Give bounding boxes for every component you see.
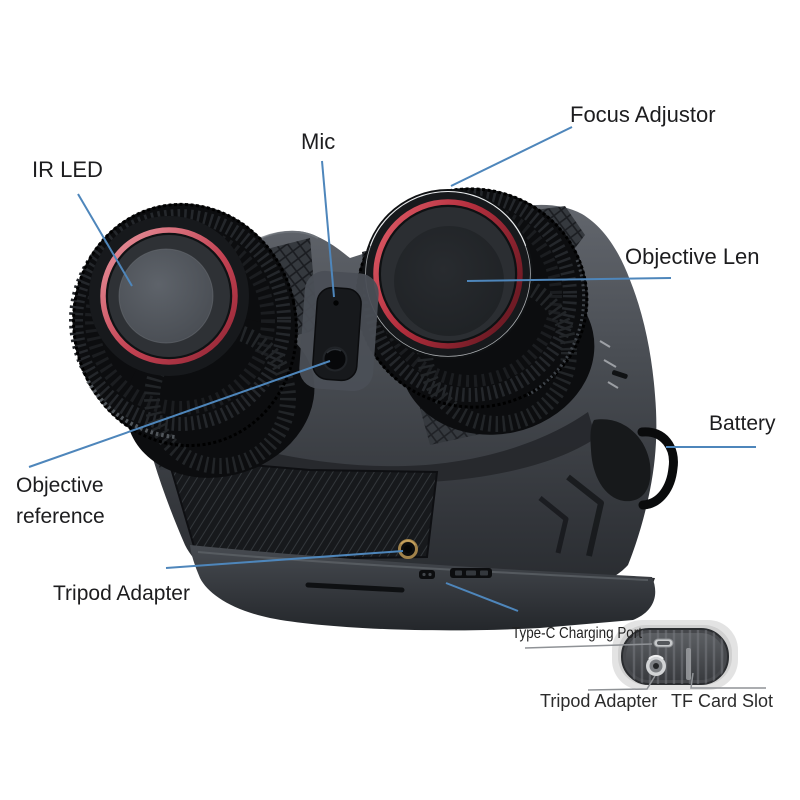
leader-focus-adjustor <box>450 126 573 187</box>
label-mic: Mic <box>301 129 336 154</box>
center-plate <box>299 270 379 392</box>
leader-objective-len <box>466 277 672 282</box>
label-type-c-charging-port: Type-C Charging Port <box>512 625 642 642</box>
label-focus-adjustor: Focus Adjustor <box>570 102 716 127</box>
label-inset-tripod-adapter: Tripod Adapter <box>540 691 658 711</box>
leader-mic <box>321 160 335 298</box>
ir-reference-hole <box>322 346 348 372</box>
battery-loop <box>637 427 678 510</box>
leader-type-c <box>445 582 519 612</box>
tripod-mount <box>398 539 418 559</box>
leader-tripod-adapter <box>165 550 404 569</box>
leader-inset-tripod <box>587 675 656 691</box>
leader-objective-reference <box>28 360 331 468</box>
mic-hole <box>333 300 339 306</box>
label-battery: Battery <box>709 412 776 435</box>
base-slot <box>305 582 405 593</box>
inset-typec-port <box>653 638 674 648</box>
leader-inset-tf <box>690 672 766 689</box>
label-objective-reference: Objective reference <box>16 474 105 528</box>
leader-ir-led <box>77 193 133 287</box>
label-ir-led: IR LED <box>32 157 103 182</box>
right-objective-lens <box>355 187 595 435</box>
label-objective-len: Objective Len <box>625 244 760 269</box>
base-tray <box>190 539 656 631</box>
inset-leader-lines <box>524 643 766 691</box>
leader-lines <box>28 126 756 612</box>
left-objective-lens <box>69 202 315 478</box>
leader-inset-typec <box>524 643 653 649</box>
inset-tripod-screw <box>646 654 666 676</box>
label-tripod-adapter: Tripod Adapter <box>53 582 190 605</box>
inset-tf-slot <box>686 648 691 680</box>
label-inset-tf-card-slot: TF Card Slot <box>671 691 774 711</box>
charging-ports <box>419 568 492 579</box>
